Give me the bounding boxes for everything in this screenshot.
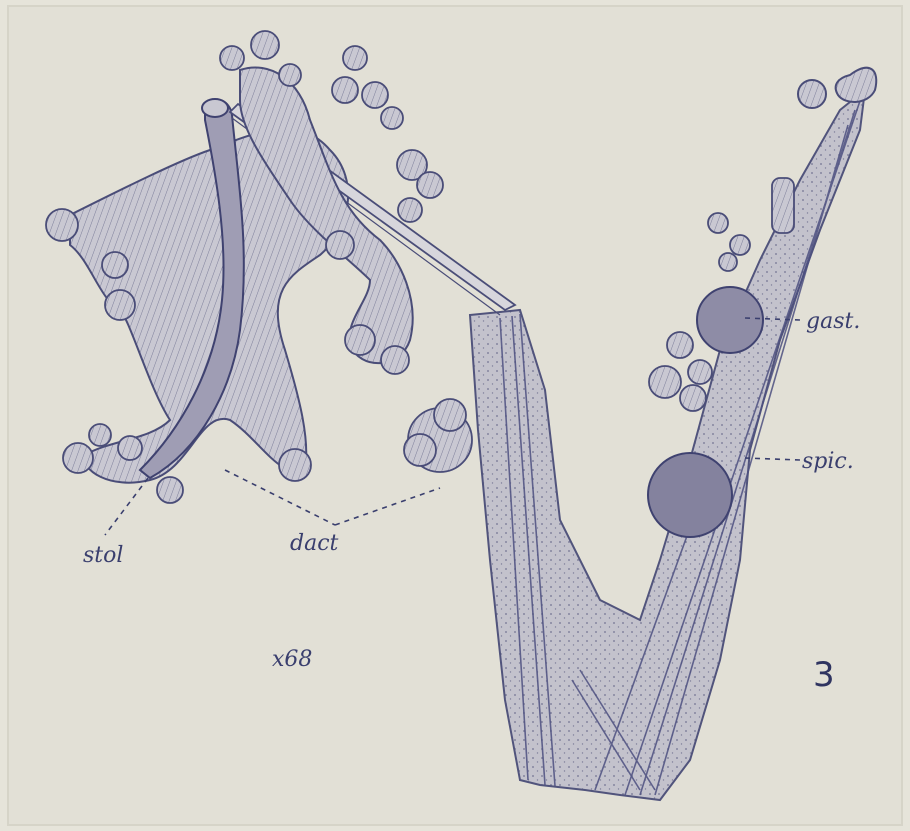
label-dactylozooid: dact xyxy=(290,531,339,556)
label-stolon: stol xyxy=(83,543,123,568)
label-gastrozooid: gast. xyxy=(806,309,860,334)
label-spicules: spic. xyxy=(802,449,854,474)
magnification-label: x68 xyxy=(272,647,312,672)
plate-number: 3 xyxy=(813,655,835,695)
